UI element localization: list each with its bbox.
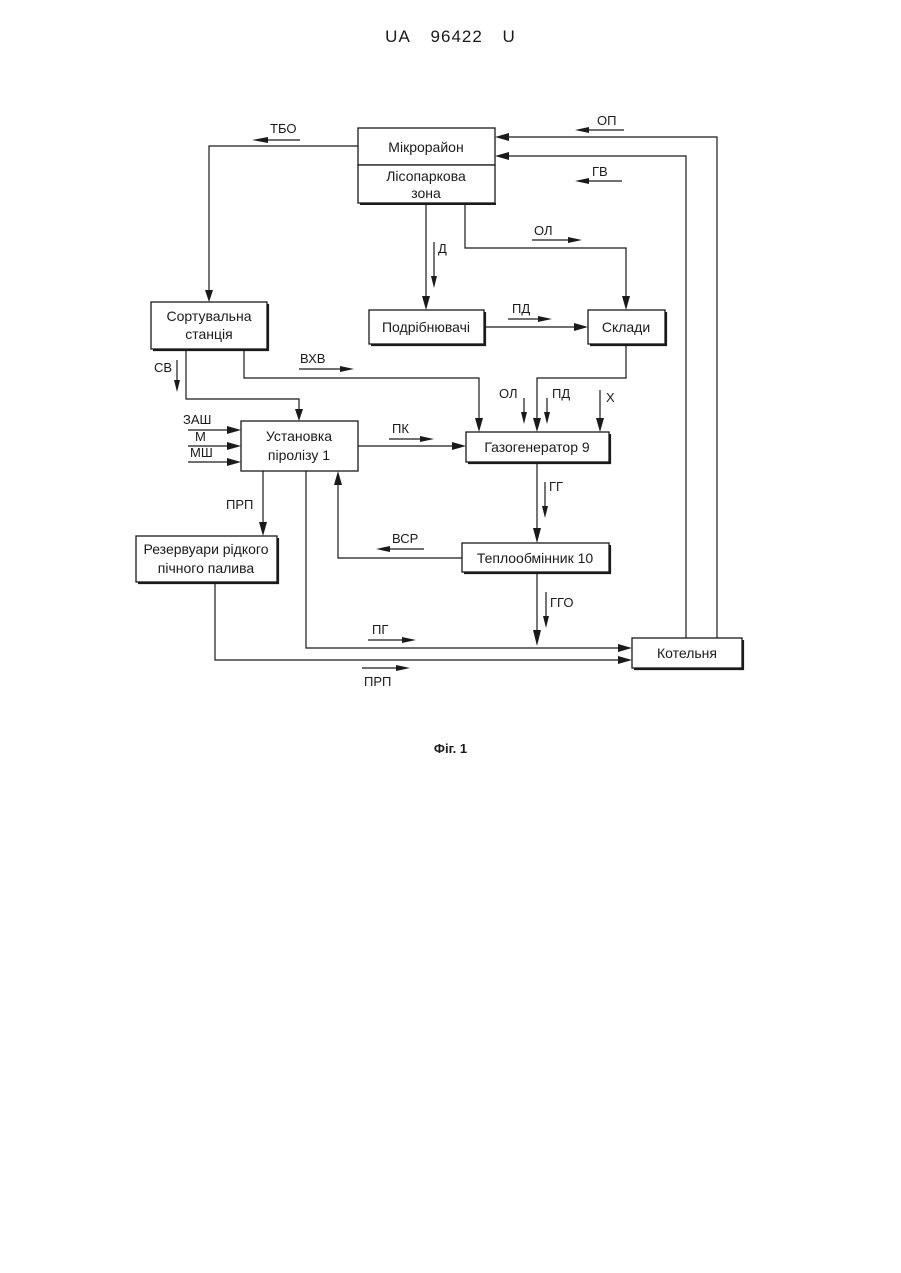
- flow-ol-gas: ОЛ: [499, 386, 527, 424]
- flow-pd-gas: ПД: [544, 386, 570, 424]
- box-kotelnya: Котельня: [632, 638, 743, 669]
- box-kotelnya-label: Котельня: [657, 645, 717, 661]
- box-sortuvalna-label-1: Сортувальна: [167, 308, 252, 324]
- flow-ol-top: ОЛ: [465, 204, 630, 310]
- flow-ol-gas-label: ОЛ: [499, 386, 518, 401]
- box-sortuvalna-stantsiya: Сортувальна станція: [151, 302, 268, 350]
- box-podribnyuvachi-label: Подрібнювачі: [382, 319, 470, 335]
- flow-gv-label: ГВ: [592, 164, 608, 179]
- flow-x-label: Х: [606, 390, 615, 405]
- flow-cv-label: СВ: [154, 360, 172, 375]
- flow-pk-label: ПК: [392, 421, 409, 436]
- box-rezervuary-label-1: Резервуари рідкого: [143, 541, 268, 557]
- flow-vsr-label: ВСР: [392, 531, 418, 546]
- flow-op-label: ОП: [597, 113, 616, 128]
- flow-cv: СВ: [154, 350, 303, 421]
- flow-d-label: Д: [438, 241, 447, 256]
- flow-ol-top-label: ОЛ: [534, 223, 553, 238]
- box-lisoparkova-label-1: Лісопаркова: [386, 168, 466, 184]
- flow-prp-down-label: ПРП: [226, 497, 253, 512]
- box-ustanovka-pirolizu: Установка піролізу 1: [241, 421, 358, 471]
- box-mikroraion: Мікрорайон: [358, 128, 495, 165]
- flow-gv: ГВ: [575, 164, 622, 184]
- flow-gg-label: ГГ: [549, 479, 563, 494]
- flow-op: ОП: [575, 113, 624, 133]
- flow-tbo-label: ТБО: [270, 121, 296, 136]
- flow-vsr: ВСР: [334, 471, 462, 558]
- flow-tbo: ТБО: [205, 121, 358, 302]
- flow-x: Х: [596, 390, 615, 432]
- box-mikroraion-label: Мікрорайон: [388, 139, 463, 155]
- flow-d: Д: [422, 204, 447, 310]
- flow-ggo-label: ГГО: [550, 595, 573, 610]
- flow-gg: ГГ: [533, 463, 563, 543]
- flow-msh-label: МШ: [190, 445, 213, 460]
- box-gazogenerator: Газогенератор 9: [466, 432, 610, 463]
- flow-zash: ЗАШ: [183, 412, 241, 434]
- flow-pd-mid-label: ПД: [512, 301, 530, 316]
- flow-vhv: ВХВ: [244, 350, 483, 432]
- flow-pd-gas-label: ПД: [552, 386, 570, 401]
- flow-pd-mid: ПД: [485, 301, 588, 331]
- flow-m-label: М: [195, 429, 206, 444]
- figure-caption: Фіг. 1: [0, 741, 901, 756]
- flow-ggo: ГГО: [533, 573, 573, 646]
- box-lisoparkova-label-2: зона: [411, 185, 441, 201]
- flow-prp-bottom-label: ПРП: [364, 674, 391, 689]
- flow-prp-down: ПРП: [226, 471, 267, 536]
- box-rezervuary-label-2: пічного палива: [158, 560, 255, 576]
- flow-pg-label: ПГ: [372, 622, 388, 637]
- box-ustanovka-label-1: Установка: [266, 428, 332, 444]
- box-lisoparkova-zona: Лісопаркова зона: [358, 165, 496, 204]
- box-gazogenerator-label: Газогенератор 9: [484, 439, 590, 455]
- box-sortuvalna-label-2: станція: [185, 326, 232, 342]
- flow-vhv-label: ВХВ: [300, 351, 325, 366]
- box-teploobminnyk-label: Теплообмінник 10: [477, 550, 594, 566]
- box-skladu-label: Склади: [602, 319, 650, 335]
- box-skladu: Склади: [588, 310, 666, 345]
- flow-zash-label: ЗАШ: [183, 412, 211, 427]
- box-rezervuary: Резервуари рідкого пічного палива: [136, 536, 278, 583]
- box-teploobminnyk: Теплообмінник 10: [462, 543, 610, 573]
- box-podribnyuvachi: Подрібнювачі: [369, 310, 485, 345]
- box-ustanovka-label-2: піролізу 1: [268, 447, 330, 463]
- flow-pk: ПК: [358, 421, 466, 450]
